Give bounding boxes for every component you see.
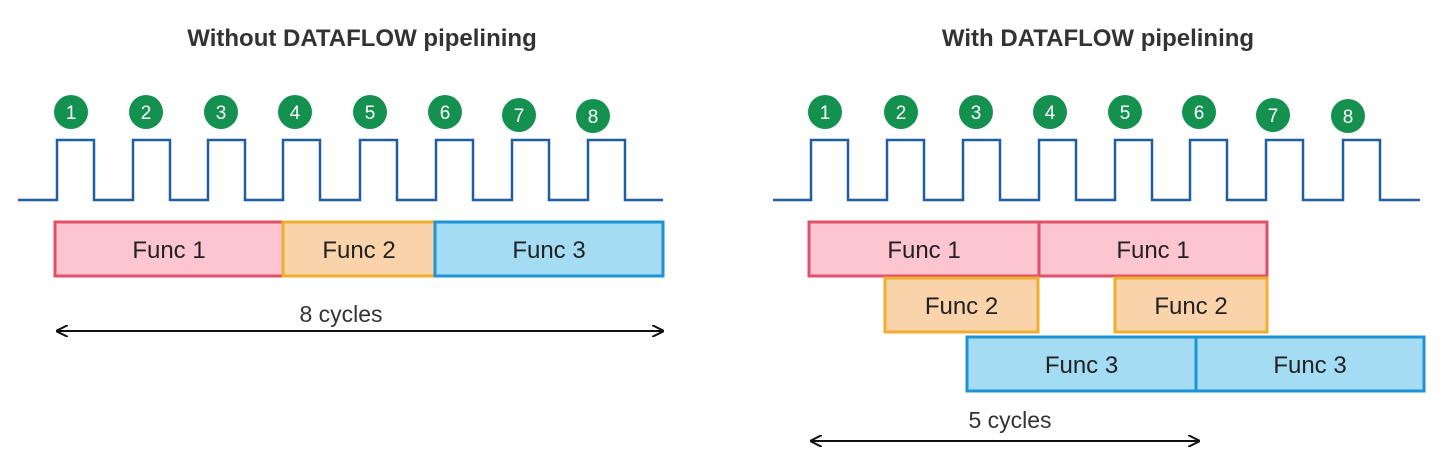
clock-number-badge: 8 (576, 99, 610, 133)
clock-number-badge: 1 (54, 95, 88, 129)
clock-number-badge: 7 (502, 98, 536, 132)
clock-number-label: 4 (1045, 103, 1056, 124)
clock-number-label: 8 (588, 107, 599, 128)
func3-block: Func 3 (965, 335, 1198, 393)
clock-badges-left: 1 2 3 4 5 6 7 8 (54, 95, 610, 133)
func2-block-label: Func 2 (322, 237, 395, 264)
func1-block: Func 1 (1037, 220, 1269, 278)
clock-number-label: 4 (290, 103, 301, 124)
func2-block-rect (883, 276, 1040, 334)
badge-circle (884, 95, 918, 129)
func1-block-rect (1037, 220, 1269, 278)
clock-number-badge: 8 (1331, 99, 1365, 133)
func1-block-label: Func 1 (887, 237, 960, 264)
badge-circle (353, 95, 387, 129)
clock-badges-right: 1 2 3 4 5 6 7 8 (808, 95, 1365, 133)
clock-waveform-left (18, 138, 663, 202)
func3-block: Func 3 (433, 220, 665, 278)
clock-number-badge: 2 (129, 95, 163, 129)
clock-number-label: 1 (820, 103, 831, 124)
clock-number-badge: 4 (1033, 95, 1067, 129)
clock-number-label: 3 (216, 103, 227, 124)
clock-number-label: 1 (66, 103, 77, 124)
badge-circle (204, 95, 238, 129)
clock-number-label: 6 (440, 103, 451, 124)
func2-block-label: Func 2 (1154, 293, 1227, 320)
badge-circle (959, 95, 993, 129)
clock-number-badge: 6 (1182, 95, 1216, 129)
func1-block-label: Func 1 (1116, 237, 1189, 264)
badge-circle (576, 99, 610, 133)
clock-number-badge: 2 (884, 95, 918, 129)
func1-block-rect (807, 220, 1041, 278)
clock-number-label: 5 (365, 103, 376, 124)
panel-without-dataflow: Without DATAFLOW pipelining 1 2 3 4 5 6 7 8 Fun… (18, 25, 665, 331)
func2-block: Func 2 (1113, 276, 1269, 334)
func1-block: Func 1 (807, 220, 1041, 278)
clock-number-label: 2 (896, 103, 907, 124)
clock-number-label: 5 (1120, 103, 1131, 124)
func1-block: Func 1 (53, 220, 285, 278)
badge-circle (54, 95, 88, 129)
badge-circle (1033, 95, 1067, 129)
panel-title-left: Without DATAFLOW pipelining (187, 25, 536, 52)
clock-number-label: 6 (1194, 103, 1205, 124)
func2-block: Func 2 (883, 276, 1040, 334)
badge-circle (1108, 95, 1142, 129)
clock-number-badge: 4 (278, 95, 312, 129)
func2-block: Func 2 (281, 220, 437, 278)
clock-number-label: 2 (141, 103, 152, 124)
cycles-label-left: 8 cycles (299, 301, 382, 327)
clock-number-label: 7 (514, 106, 525, 127)
func3-block-label: Func 3 (1273, 352, 1346, 379)
func3-block-label: Func 3 (512, 237, 585, 264)
func-blocks-right: Func 1 Func 1 Func 2 Func 2 Func 3 Func 3 (807, 220, 1426, 393)
badge-circle (502, 98, 536, 132)
clock-waveform-right (773, 138, 1420, 202)
func1-block-rect (53, 220, 285, 278)
panel-title-right: With DATAFLOW pipelining (942, 25, 1254, 52)
badge-circle (1256, 98, 1290, 132)
badge-circle (1331, 99, 1365, 133)
func2-block-rect (1113, 276, 1269, 334)
clock-number-badge: 1 (808, 95, 842, 129)
badge-circle (428, 95, 462, 129)
func3-block-rect (965, 335, 1198, 393)
func3-block: Func 3 (1194, 335, 1426, 393)
func1-block-label: Func 1 (132, 237, 205, 264)
clock-number-label: 3 (971, 103, 982, 124)
badge-circle (129, 95, 163, 129)
clock-number-badge: 5 (1108, 95, 1142, 129)
cycles-label-right: 5 cycles (968, 407, 1051, 433)
clock-number-badge: 3 (959, 95, 993, 129)
func2-block-rect (281, 220, 437, 278)
panel-with-dataflow: With DATAFLOW pipelining 1 2 3 4 5 6 7 8 Func 1… (773, 25, 1426, 441)
badge-circle (808, 95, 842, 129)
badge-circle (1182, 95, 1216, 129)
func3-block-rect (1194, 335, 1426, 393)
clock-number-badge: 5 (353, 95, 387, 129)
clock-number-badge: 3 (204, 95, 238, 129)
clock-number-label: 7 (1268, 106, 1279, 127)
func-blocks-left: Func 1 Func 2 Func 3 (53, 220, 665, 278)
badge-circle (278, 95, 312, 129)
func3-block-rect (433, 220, 665, 278)
clock-number-label: 8 (1343, 107, 1354, 128)
func3-block-label: Func 3 (1045, 352, 1118, 379)
func2-block-label: Func 2 (925, 293, 998, 320)
clock-number-badge: 7 (1256, 98, 1290, 132)
clock-number-badge: 6 (428, 95, 462, 129)
